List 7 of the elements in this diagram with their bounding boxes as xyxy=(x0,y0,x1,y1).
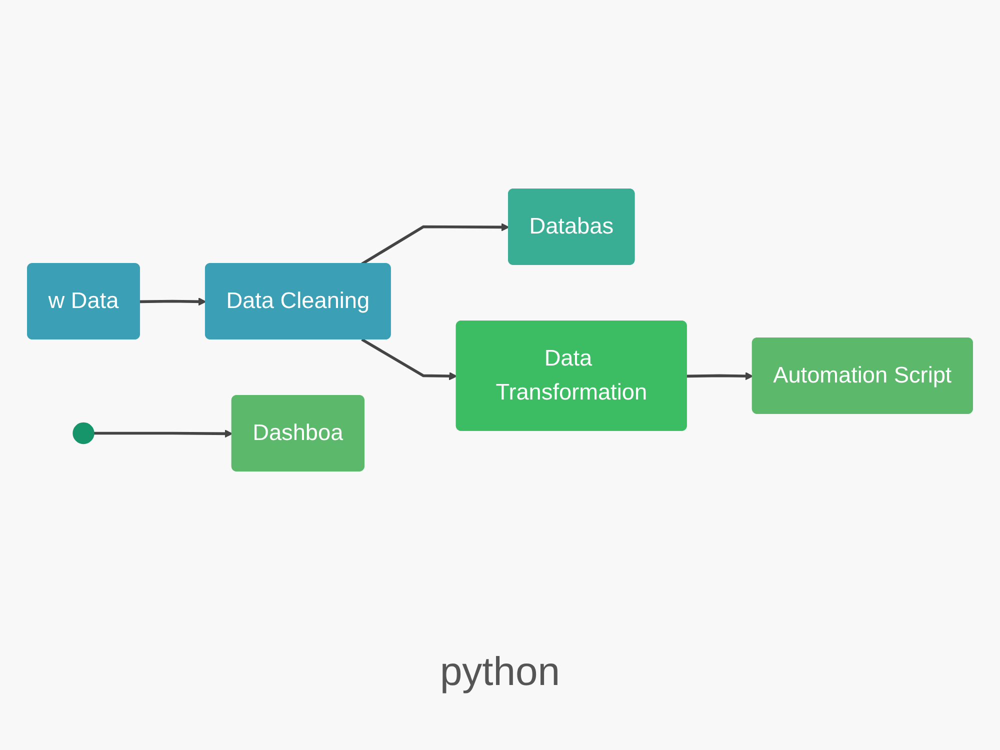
arrow xyxy=(686,372,754,380)
arrow xyxy=(140,297,206,306)
arrow xyxy=(361,223,510,266)
node-circle xyxy=(72,422,94,444)
arrow xyxy=(361,338,458,380)
arrow xyxy=(94,430,233,438)
text-label: python xyxy=(440,650,560,695)
